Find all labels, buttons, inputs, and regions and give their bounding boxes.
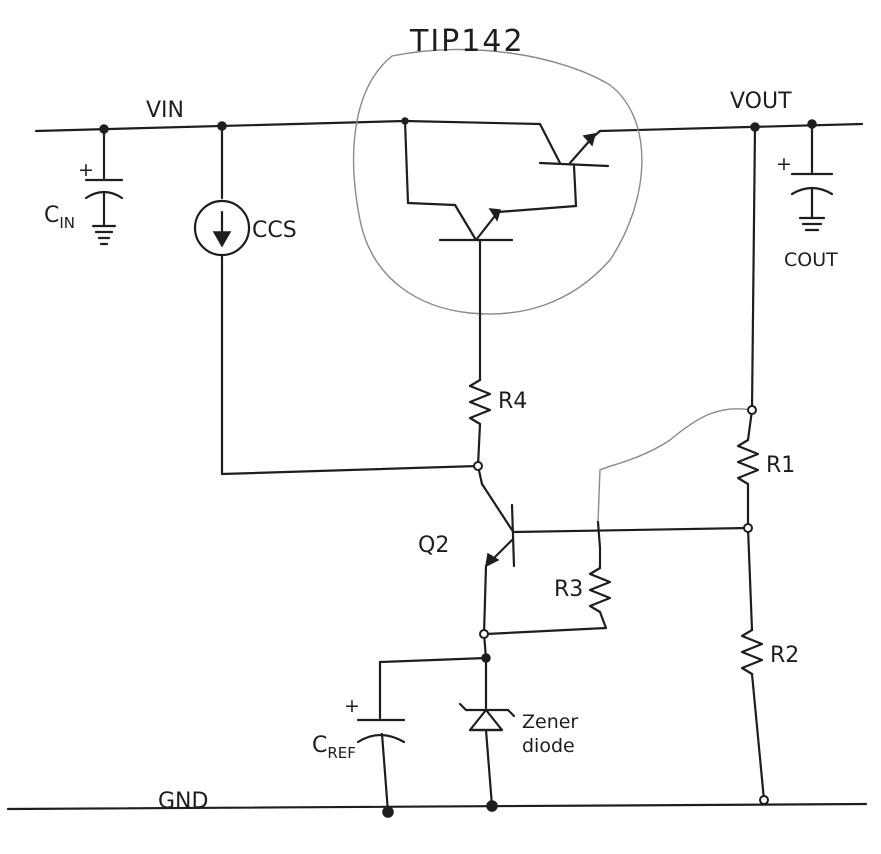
r4-resistor — [468, 378, 492, 426]
r1-top-lead — [746, 408, 754, 442]
junctions — [99, 117, 817, 818]
tip142-label: TIP142 — [409, 24, 525, 59]
q2-label: Q2 — [418, 533, 449, 558]
r4-label: R4 — [498, 389, 527, 414]
cin-label: CIN — [44, 203, 75, 232]
zener-label-line2: diode — [522, 735, 575, 757]
ccs-label: CCS — [252, 218, 297, 243]
r2-upper-lead — [746, 526, 754, 632]
vout-drop — [750, 125, 757, 412]
r2-label: R2 — [770, 643, 799, 668]
ccs-current-source — [193, 124, 480, 476]
cref-plus: + — [344, 695, 360, 717]
q2-transistor — [476, 464, 750, 636]
cref-capacitor — [356, 660, 406, 814]
vin-label: VIN — [146, 98, 184, 123]
tip142-transistor — [352, 48, 643, 382]
cin-plus: + — [78, 159, 94, 181]
gnd-label: GND — [158, 789, 208, 814]
vout-rail — [598, 122, 864, 133]
zener-label-line1: Zener — [522, 711, 578, 733]
zener-diode — [458, 656, 516, 808]
r1-tap-wire — [597, 408, 753, 523]
vout-label: VOUT — [730, 89, 792, 114]
gnd-rail — [6, 802, 868, 811]
r1-resistor — [736, 438, 760, 486]
r1-label: R1 — [766, 453, 795, 478]
r3-resistor — [588, 566, 612, 614]
tip142-outline — [352, 48, 643, 315]
cref-label: CREF — [312, 733, 356, 762]
r3-label: R3 — [554, 577, 583, 602]
r2-resistor — [740, 628, 764, 676]
cout-capacitor — [790, 122, 834, 232]
cout-plus: + — [776, 153, 792, 175]
cout-label: COUT — [784, 249, 838, 271]
cin-capacitor — [84, 127, 124, 246]
